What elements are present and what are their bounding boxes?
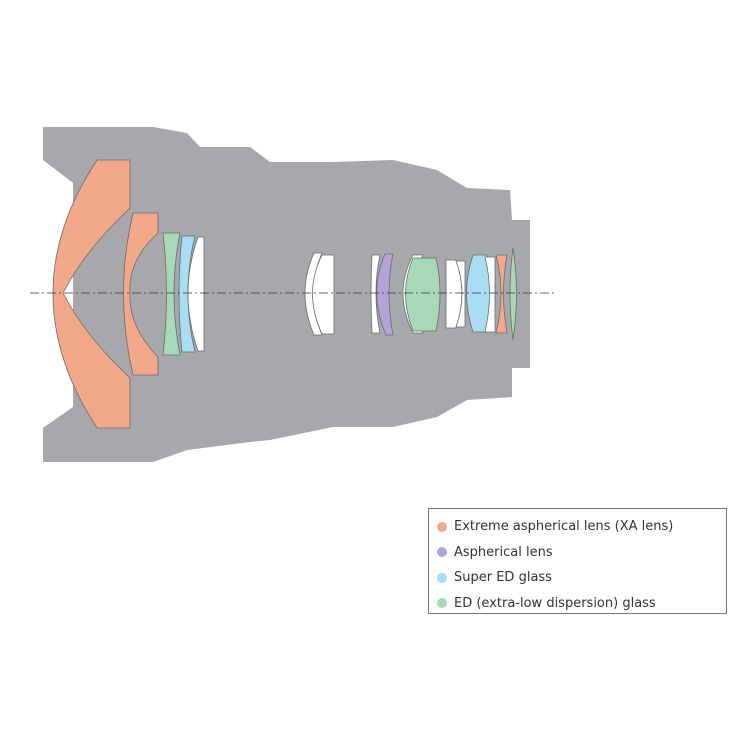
plain-lens-element-4 <box>370 254 381 334</box>
plain-lens-element-3 <box>312 254 335 335</box>
xa-lens-element-1 <box>52 159 131 429</box>
ed-lens-element-1 <box>162 232 181 356</box>
plain-lens-element-8 <box>484 256 496 333</box>
aspherical-lens-element <box>376 253 394 336</box>
legend-item-xa-lens: Extreme aspherical lens (XA lens) <box>437 514 726 540</box>
legend-label: Super ED glass <box>454 570 552 586</box>
aspherical-swatch-icon <box>437 547 447 558</box>
plain-lens-element-7 <box>455 260 466 328</box>
xa-lens-element-3 <box>495 254 508 334</box>
xa-lens-element-2 <box>123 212 159 376</box>
ed-swatch-icon <box>437 598 447 609</box>
super-ed-swatch-icon <box>437 572 447 583</box>
legend: Extreme aspherical lens (XA lens) Aspher… <box>428 508 727 614</box>
ed-lens-element-3 <box>509 247 517 341</box>
legend-label: ED (extra-low dispersion) glass <box>454 595 656 611</box>
lens-barrel <box>43 127 530 462</box>
plain-lens-element-1 <box>187 236 205 352</box>
legend-item-super-ed: Super ED glass <box>437 565 726 591</box>
ed-lens-element-2 <box>405 257 441 332</box>
super-ed-lens-element-1 <box>178 235 196 353</box>
legend-label: Aspherical lens <box>454 544 553 560</box>
xa-lens-swatch-icon <box>437 521 447 532</box>
legend-label: Extreme aspherical lens (XA lens) <box>454 519 674 535</box>
legend-item-aspherical: Aspherical lens <box>437 540 726 566</box>
legend-item-ed: ED (extra-low dispersion) glass <box>437 591 726 617</box>
